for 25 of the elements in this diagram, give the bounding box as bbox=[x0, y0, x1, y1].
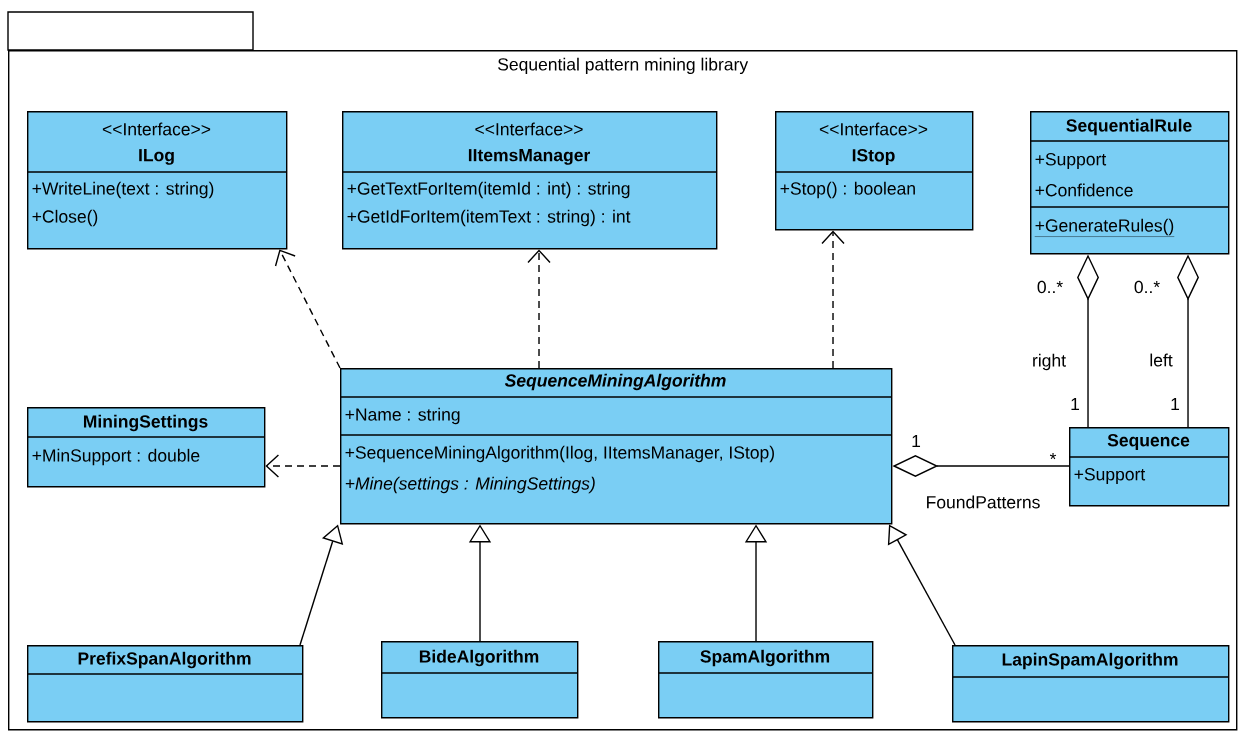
class-box: BideAlgorithm bbox=[380, 641, 579, 719]
class-box: SpamAlgorithm bbox=[657, 641, 874, 719]
class-box: SequenceMiningAlgorithm +Name : string +SequenceMiningAlgorithm(Ilog, IItemsManager, IStop) +Mine(settings : MiningSettings) bbox=[339, 368, 893, 525]
class-box: SequentialRule +Support +Confidence +GenerateRules() bbox=[1029, 111, 1230, 255]
class-box: <<Interface>> IItemsManager +GetTextForItem(itemId : int) : string +GetIdForItem(itemText : string) : int bbox=[341, 111, 718, 250]
class-box: <<Interface>> ILog +WriteLine(text : string) +Close() bbox=[26, 111, 288, 250]
multiplicity-label: 1 bbox=[912, 435, 920, 448]
dependency-arrow bbox=[265, 454, 341, 478]
edge-label: right bbox=[1031, 352, 1068, 372]
multiplicity-label: 0..* bbox=[1037, 280, 1063, 294]
class-box: Sequence +Support bbox=[1068, 427, 1230, 507]
dependency-arrow bbox=[821, 230, 845, 369]
dependency-arrow bbox=[527, 249, 551, 369]
multiplicity-label: * bbox=[1049, 453, 1057, 460]
multiplicity-label: 0..* bbox=[1134, 280, 1160, 294]
dependency-arrow bbox=[274, 249, 341, 369]
class-box: LapinSpamAlgorithm bbox=[951, 645, 1230, 723]
class-box: PrefixSpanAlgorithm bbox=[26, 645, 304, 723]
class-box: MiningSettings +MinSupport : double bbox=[26, 407, 266, 488]
generalization-arrow bbox=[887, 524, 956, 646]
multiplicity-label: 1 bbox=[1071, 398, 1080, 411]
edge-label: FoundPatterns bbox=[924, 494, 1042, 510]
edge-label: left bbox=[1148, 352, 1174, 368]
class-box: <<Interface>> IStop +Stop() : boolean bbox=[774, 111, 974, 231]
multiplicity-label: 1 bbox=[1171, 398, 1180, 411]
